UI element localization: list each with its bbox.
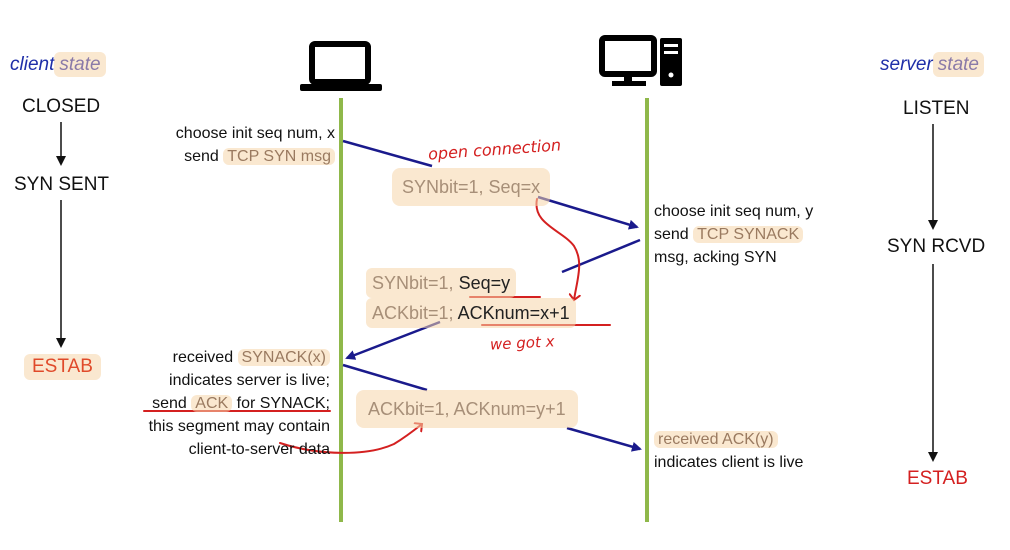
ack-data-curve bbox=[279, 424, 422, 454]
syn-packet-label: SYNbit=1, Seq=x bbox=[392, 168, 551, 206]
server-line1: choose init seq num, y bbox=[654, 203, 814, 220]
client-header-state: state bbox=[54, 52, 106, 77]
synack-message-arrow bbox=[345, 238, 641, 360]
server-synack-description: choose init seq num, y send TCP SYNACK m… bbox=[654, 200, 813, 269]
server-header-state: state bbox=[932, 52, 984, 77]
tcp-synack-highlight: TCP SYNACK bbox=[693, 226, 804, 243]
laptop-icon bbox=[300, 41, 382, 91]
server-state-syn-rcvd: SYN RCVD bbox=[887, 236, 986, 257]
synack-acknum: ACKnum=x+1 bbox=[457, 303, 570, 323]
server-header-word: server bbox=[880, 54, 933, 75]
client-state-syn-sent: SYN SENT bbox=[14, 174, 110, 195]
client-ack-line5: client-to-server data bbox=[188, 441, 330, 458]
we-got-x-annotation: we got x bbox=[489, 332, 555, 354]
client-syn-line2: send TCP SYN msg bbox=[176, 145, 335, 168]
ack-highlight: ACK bbox=[191, 395, 233, 412]
ack-message-arrow bbox=[342, 363, 642, 452]
server-recv-line2: indicates client is live bbox=[654, 454, 804, 471]
seq-x-to-ackx-curve bbox=[535, 198, 579, 300]
client-ack-line3: send ACK for SYNACK; bbox=[152, 395, 330, 412]
desktop-computer-icon bbox=[599, 35, 682, 86]
server-state-listen: LISTEN bbox=[903, 98, 970, 119]
ack-packet-label: ACKbit=1, ACKnum=y+1 bbox=[356, 390, 578, 428]
client-syn-description: choose init seq num, x send TCP SYN msg bbox=[176, 122, 335, 168]
synack-x-highlight: SYNACK(x) bbox=[237, 349, 330, 366]
synack-ackbit: ACKbit=1; bbox=[372, 303, 454, 323]
client-ack-description: received SYNACK(x) indicates server is l… bbox=[149, 346, 330, 461]
server-recv-line1: received ACK(y) bbox=[654, 428, 803, 451]
client-ack-line2: indicates server is live; bbox=[169, 372, 330, 389]
server-line2: send TCP SYNACK bbox=[654, 223, 813, 246]
client-ack-line1: received SYNACK(x) bbox=[149, 346, 330, 369]
client-state-estab: ESTAB bbox=[24, 354, 101, 380]
server-line3: msg, acking SYN bbox=[654, 249, 777, 266]
client-syn-line1: choose init seq num, x bbox=[175, 125, 335, 142]
client-header-word: client bbox=[10, 54, 55, 75]
tcp-syn-msg-highlight: TCP SYN msg bbox=[223, 148, 335, 165]
synack-seq-y: Seq=y bbox=[458, 273, 511, 293]
server-received-ack-description: received ACK(y) indicates client is live bbox=[654, 428, 803, 474]
synack-synbit: SYNbit=1, bbox=[372, 273, 454, 293]
received-ack-y-highlight: received ACK(y) bbox=[654, 431, 778, 448]
synack-packet-label: SYNbit=1, Seq=y ACKbit=1; ACKnum=x+1 bbox=[366, 268, 576, 328]
syn-message-arrow bbox=[342, 139, 639, 230]
client-ack-line4: this segment may contain bbox=[148, 418, 330, 435]
client-state-closed: CLOSED bbox=[22, 96, 101, 117]
server-state-estab: ESTAB bbox=[907, 468, 968, 489]
